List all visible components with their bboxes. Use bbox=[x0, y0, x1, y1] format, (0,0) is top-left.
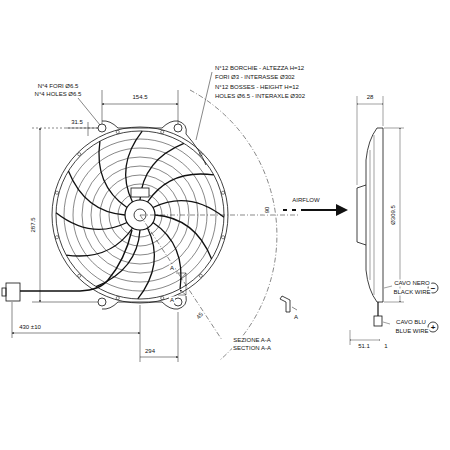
dimension: 28 bbox=[366, 94, 375, 101]
note: N°4 HOLES Ø6.5 bbox=[34, 91, 83, 98]
dimension: 294 bbox=[144, 348, 156, 355]
grill-spoke bbox=[56, 213, 127, 230]
wire-label: BLUE WIRE bbox=[394, 328, 429, 335]
grill-spoke bbox=[153, 223, 181, 289]
dimension: 90 bbox=[264, 206, 271, 215]
wire-label: CAVO NERO bbox=[393, 280, 431, 287]
grill-spoke bbox=[96, 230, 140, 287]
section-title: SECTION A-A bbox=[232, 345, 272, 352]
boss bbox=[161, 130, 164, 133]
boss bbox=[221, 236, 224, 239]
note: N°12 BOSSES - HEIGHT H=12 bbox=[214, 84, 300, 91]
section-title: SEZIONE A-A bbox=[232, 337, 272, 344]
boss bbox=[199, 153, 202, 156]
boss bbox=[78, 274, 81, 277]
dimension: 45 bbox=[195, 310, 206, 321]
dimension: 31.5 bbox=[70, 119, 84, 126]
grill-spoke bbox=[138, 228, 155, 299]
boss bbox=[55, 236, 58, 239]
note: N°4 FORI Ø6.5 bbox=[37, 83, 80, 90]
section-detail bbox=[280, 296, 297, 312]
grill-spoke bbox=[68, 171, 125, 215]
dimension: 154.5 bbox=[131, 94, 148, 101]
wire-label: CAVO BLU bbox=[395, 319, 427, 326]
boss bbox=[116, 296, 119, 299]
grill-spoke bbox=[99, 141, 127, 207]
dimension: 1 bbox=[383, 343, 388, 350]
boss bbox=[78, 153, 81, 156]
boss bbox=[161, 296, 164, 299]
note: N°12 BORCHIE - ALTEZZA H=12 bbox=[214, 65, 305, 72]
note: HOLES Ø6.5 - INTERAXLE Ø302 bbox=[214, 93, 306, 100]
note: FORI Ø3 - INTERASSE Ø302 bbox=[214, 74, 296, 81]
airflow-label: AIRFLOW bbox=[291, 197, 320, 204]
dimension-lines bbox=[12, 72, 300, 362]
grill-spoke bbox=[153, 201, 224, 218]
dimension: 430 ±10 bbox=[18, 324, 42, 331]
grill-spoke bbox=[155, 215, 212, 259]
dimension: 51.1 bbox=[357, 343, 371, 350]
section-marker: A bbox=[169, 265, 175, 272]
airflow-arrow bbox=[283, 210, 346, 211]
section-marker: A bbox=[169, 297, 175, 304]
wire-label: BLACK WIRE bbox=[392, 289, 431, 296]
grill-spoke bbox=[66, 228, 132, 256]
dimension: 287.5 bbox=[30, 216, 37, 233]
boss bbox=[116, 130, 119, 133]
boss bbox=[221, 191, 224, 194]
polarity-symbol: + bbox=[430, 324, 437, 331]
dimension: Ø309.5 bbox=[390, 204, 397, 226]
polarity-symbol: − bbox=[430, 285, 437, 292]
boss bbox=[199, 274, 202, 277]
grill-spoke bbox=[148, 174, 214, 202]
boss bbox=[55, 191, 58, 194]
section-marker: A bbox=[293, 314, 299, 321]
side-view bbox=[350, 96, 438, 345]
